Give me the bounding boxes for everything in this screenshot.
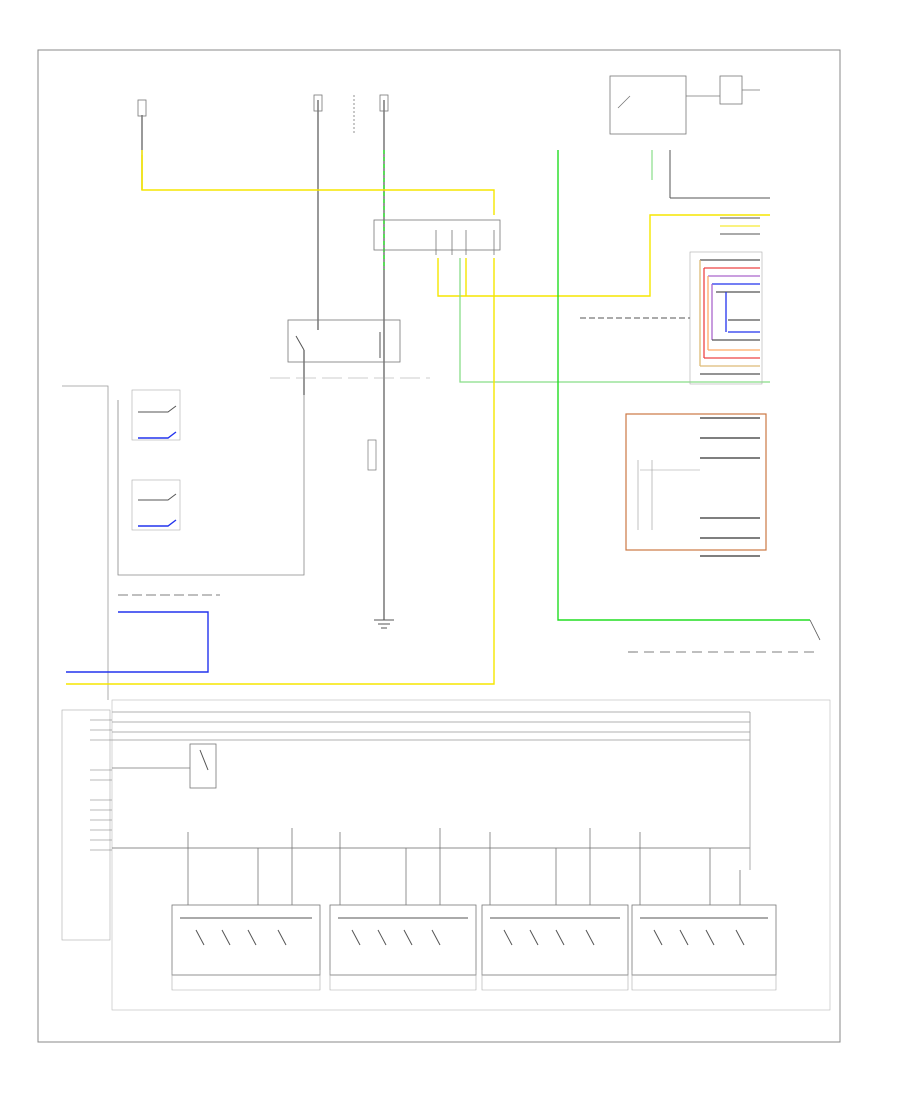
diagram-frame bbox=[37, 49, 841, 1043]
left-switch-group bbox=[62, 296, 495, 700]
yellow-wire-relay bbox=[437, 214, 770, 297]
green-wire-right bbox=[557, 150, 810, 621]
light-green-wire bbox=[459, 258, 770, 383]
main-relay bbox=[287, 319, 401, 363]
bottom-module-frame bbox=[111, 699, 831, 1011]
relay-block bbox=[373, 219, 501, 251]
bus-lines bbox=[112, 711, 751, 870]
relay-switch-icon bbox=[435, 230, 495, 255]
ground-icon bbox=[374, 619, 394, 629]
control-module bbox=[625, 413, 767, 551]
power-feeds bbox=[141, 100, 385, 620]
left-pin-header bbox=[61, 709, 111, 941]
fuse-icon bbox=[137, 94, 389, 135]
switch-contact-icon bbox=[295, 332, 381, 358]
colored-wire-bundle bbox=[699, 259, 760, 375]
connector-icon bbox=[171, 904, 777, 976]
top-right-relay bbox=[609, 75, 760, 135]
